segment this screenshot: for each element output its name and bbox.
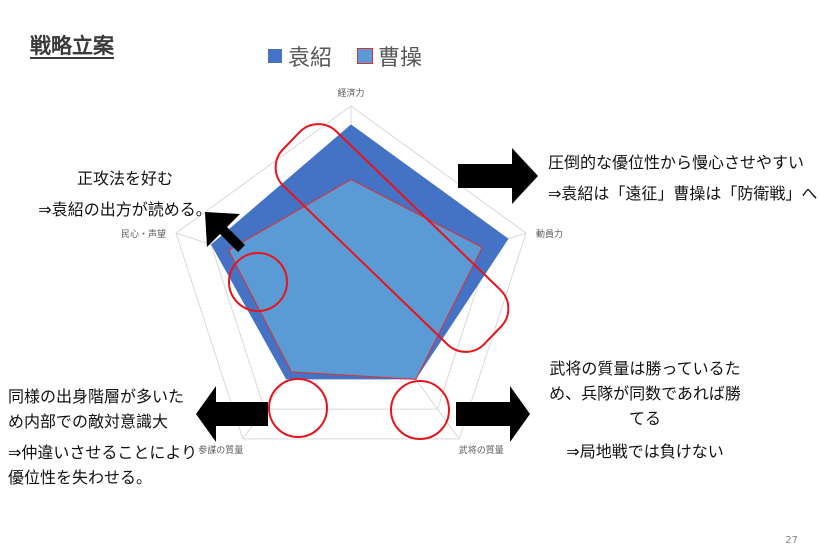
note-right-top-line2: ⇒袁紹は「遠征」曹操は「防衛戦」へ: [548, 184, 818, 203]
highlight-circle-bottom-right: [390, 380, 450, 440]
note-left-bottom-line1: 同様の出身階層が多いた: [8, 387, 185, 406]
axis-label-3: 参謀の質量: [198, 444, 243, 456]
note-right-bottom-line3: てる: [628, 409, 661, 428]
note-right-bottom: 武将の質量は勝っているた め、兵隊が同数であれば勝 てる ⇒局地戦では負けない: [540, 356, 750, 464]
note-left-bottom-line2: め内部での敵対意識大: [8, 412, 169, 431]
legend-item-cao: 曹操: [357, 40, 423, 72]
highlight-circle-bottom-left: [268, 378, 328, 438]
note-left-bottom-line4: 優位性を失わせる。: [8, 468, 153, 487]
axis-label-0: 経済力: [337, 87, 364, 99]
legend-label-yuan: 袁紹: [288, 46, 333, 71]
note-right-top: 圧倒的な優位性から慢心させやすい ⇒袁紹は「遠征」曹操は「防衛戦」へ: [548, 150, 817, 206]
grid-ring-5: [175, 105, 527, 440]
note-right-bottom-line2: め、兵隊が同数であれば勝: [549, 384, 741, 403]
arrow-right-top: [458, 148, 538, 204]
series-area-1: [227, 179, 483, 380]
legend-label-cao: 曹操: [378, 46, 423, 71]
note-right-top-line1: 圧倒的な優位性から慢心させやすい: [548, 153, 805, 172]
note-left-top-line2: ⇒袁紹の出方が読める。: [38, 200, 212, 219]
note-left-bottom-line3: ⇒仲違いさせることにより: [8, 443, 198, 462]
highlight-rounded-rect: [274, 123, 510, 353]
note-left-top: 正攻法を好む ⇒袁紹の出方が読める。: [30, 166, 220, 222]
highlight-circle-left: [228, 252, 288, 312]
arrow-left-bottom: [196, 386, 268, 442]
axis-label-4: 民心・声望: [121, 228, 166, 240]
axis-label-2: 武将の質量: [459, 444, 504, 456]
note-left-bottom: 同様の出身階層が多いた め内部での敵対意識大 ⇒仲違いさせることにより 優位性を…: [8, 384, 197, 490]
page-number: 27: [785, 535, 798, 546]
highlight-overlays: [228, 123, 510, 440]
note-left-top-line1: 正攻法を好む: [76, 169, 173, 188]
slide-title: 戦略立案: [30, 34, 114, 58]
arrows: [196, 148, 538, 442]
legend-swatch-cao: [357, 48, 374, 64]
arrow-right-bottom: [456, 386, 530, 442]
note-right-bottom-line4: ⇒局地戦では負けない: [566, 442, 724, 461]
arrow-up-left: [205, 212, 245, 252]
axis-label-1: 動員力: [536, 228, 563, 240]
legend-swatch-yuan: [268, 49, 282, 63]
note-right-bottom-line1: 武将の質量は勝っているた: [549, 359, 741, 378]
chart-legend: 袁紹 曹操: [268, 40, 440, 72]
legend-item-yuan: 袁紹: [268, 40, 332, 72]
radar-series: [211, 124, 509, 380]
